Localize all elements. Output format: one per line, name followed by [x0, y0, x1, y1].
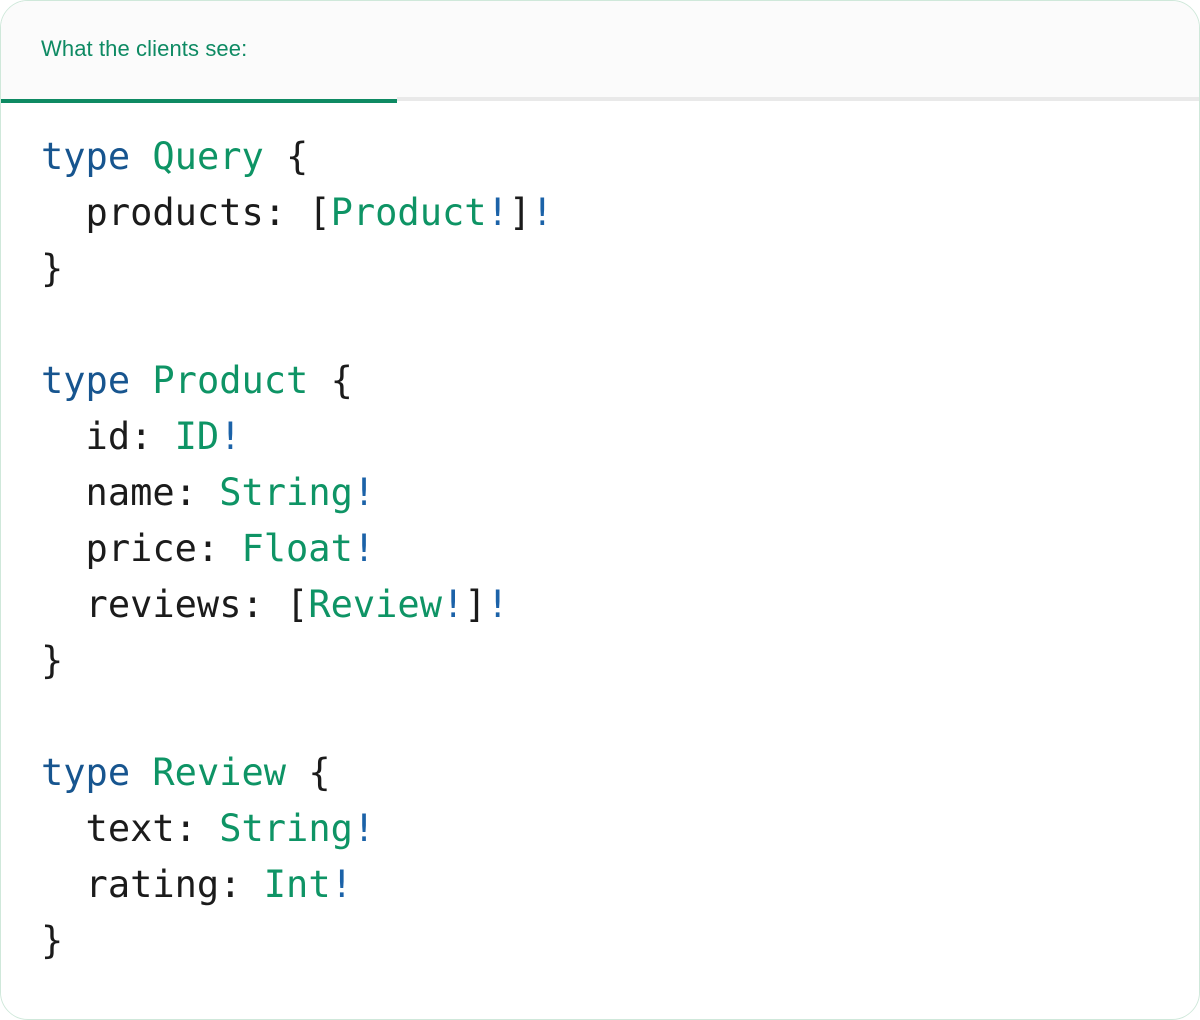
- code-token-punct: ]: [508, 191, 532, 234]
- code-line: }: [41, 913, 1159, 969]
- code-token-field: rating:: [41, 863, 264, 906]
- tab-label: What the clients see:: [41, 36, 248, 61]
- code-line: type Review {: [41, 745, 1159, 801]
- code-token-field: text:: [41, 807, 220, 850]
- code-root: type Query { products: [Product!]!} type…: [41, 129, 1159, 969]
- code-token-bang: !: [219, 415, 242, 458]
- tab-bar: What the clients see:: [1, 1, 1199, 103]
- code-token-punct: {: [263, 135, 309, 178]
- code-token-kw: type: [41, 359, 131, 402]
- code-line: products: [Product!]!: [41, 185, 1159, 241]
- code-token-type: String: [219, 807, 353, 850]
- code-line: }: [41, 633, 1159, 689]
- code-token-bang: !: [486, 191, 509, 234]
- code-token-field: price:: [41, 527, 242, 570]
- code-token-punct: {: [286, 751, 331, 794]
- code-line: type Product {: [41, 353, 1159, 409]
- code-token-punct: [: [286, 583, 309, 626]
- code-token-type: Float: [241, 527, 353, 570]
- code-token-punct: }: [41, 247, 64, 290]
- code-pane: type Query { products: [Product!]!} type…: [1, 101, 1199, 1017]
- code-token-field: products:: [41, 191, 309, 234]
- code-token-punct: }: [41, 639, 64, 682]
- code-token-type: ID: [174, 415, 220, 458]
- code-token-bang: !: [352, 807, 376, 850]
- graphql-schema-code: type Query { products: [Product!]!} type…: [41, 129, 1159, 969]
- code-line: reviews: [Review!]!: [41, 577, 1159, 633]
- code-line: rating: Int!: [41, 857, 1159, 913]
- code-token-bang: !: [486, 583, 509, 626]
- code-token-type: Int: [263, 863, 331, 906]
- code-token-bang: !: [531, 191, 554, 234]
- code-token-punct: }: [41, 919, 64, 962]
- code-token-type: Product: [330, 191, 487, 234]
- code-token-punct: [: [308, 191, 331, 234]
- code-token-bang: !: [352, 471, 376, 514]
- code-token-punct: {: [308, 359, 353, 402]
- code-line: price: Float!: [41, 521, 1159, 577]
- code-token-punct: [130, 359, 152, 402]
- code-token-type: Query: [152, 135, 264, 178]
- code-line-blank: [41, 297, 1159, 353]
- code-token-kw: type: [41, 135, 131, 178]
- code-token-punct: [130, 135, 152, 178]
- code-token-bang: !: [352, 527, 376, 570]
- code-line-blank: [41, 689, 1159, 745]
- code-token-type: Review: [152, 751, 287, 794]
- code-line: name: String!: [41, 465, 1159, 521]
- tab-what-the-clients-see[interactable]: What the clients see:: [1, 1, 397, 103]
- code-line: type Query {: [41, 129, 1159, 185]
- code-token-field: id:: [41, 415, 175, 458]
- code-token-punct: [130, 751, 152, 794]
- code-line: id: ID!: [41, 409, 1159, 465]
- code-line: text: String!: [41, 801, 1159, 857]
- code-line: }: [41, 241, 1159, 297]
- code-token-type: String: [219, 471, 353, 514]
- code-token-bang: !: [441, 583, 465, 626]
- code-token-field: name:: [41, 471, 220, 514]
- code-token-type: Product: [152, 359, 309, 402]
- code-token-punct: ]: [464, 583, 487, 626]
- code-token-field: reviews:: [41, 583, 287, 626]
- code-token-kw: type: [41, 751, 131, 794]
- code-token-type: Review: [308, 583, 442, 626]
- code-token-bang: !: [330, 863, 353, 906]
